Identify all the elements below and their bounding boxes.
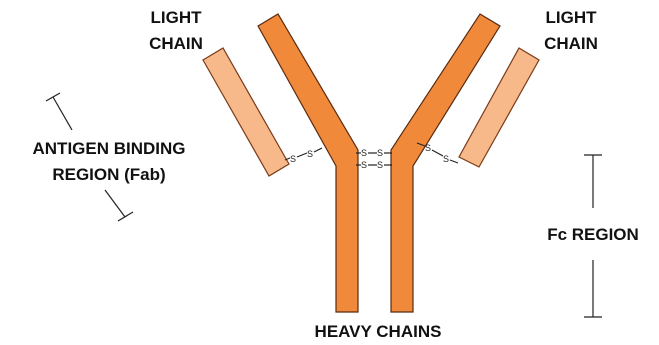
sulfur-label: S: [290, 154, 296, 164]
disulfide-bond-left: S S: [285, 148, 322, 164]
sulfur-label: S: [377, 148, 383, 158]
sulfur-label: S: [361, 148, 367, 158]
fc-region-label: Fc REGION: [547, 225, 639, 244]
sulfur-label: S: [307, 149, 313, 159]
sulfur-label: S: [425, 143, 431, 153]
light-chain-left-label-2: CHAIN: [149, 34, 203, 53]
light-chain-left-label-1: LIGHT: [151, 8, 203, 27]
light-chain-right-label-1: LIGHT: [546, 8, 598, 27]
antigen-binding-label-2: REGION (Fab): [52, 165, 165, 184]
antigen-binding-label-1: ANTIGEN BINDING: [33, 139, 186, 158]
sulfur-label: S: [377, 160, 383, 170]
disulfide-bond-hinge: S S S S: [356, 148, 392, 170]
sulfur-label: S: [443, 154, 449, 164]
heavy-chains-label: HEAVY CHAINS: [315, 322, 442, 341]
light-chain-left: [203, 48, 289, 176]
sulfur-label: S: [361, 160, 367, 170]
light-chain-right-label-2: CHAIN: [544, 34, 598, 53]
